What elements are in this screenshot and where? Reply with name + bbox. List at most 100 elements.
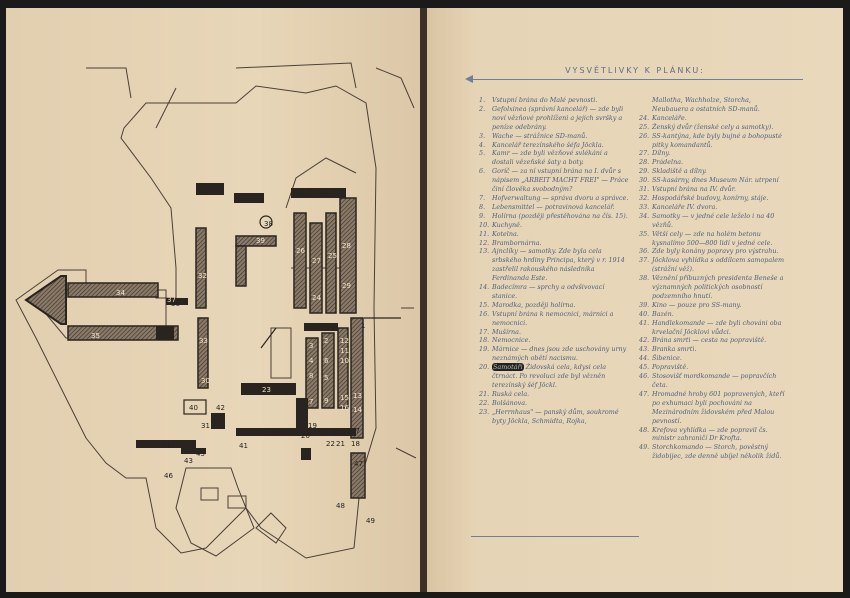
legend-entry-number: 34. xyxy=(639,211,650,220)
legend-entry: 42.Brána smrti — cesta na popraviště. xyxy=(639,336,789,345)
legend-entry: 46.Stosovišť mordkomande — popravčích če… xyxy=(639,372,789,390)
legend-title-rule xyxy=(471,79,803,80)
legend-entry: 32.Hospodářské budovy, konírny, stáje. xyxy=(639,194,789,203)
map-label-47: 47 xyxy=(354,460,363,468)
legend-entry-number: 37. xyxy=(639,256,650,265)
legend-entry-number: 36. xyxy=(639,247,650,256)
map-page: 1 2 3 4 5 6 7 8 9 10 11 12 13 14 15 16 1… xyxy=(6,8,420,592)
map-features xyxy=(183,215,401,415)
map-label-32: 32 xyxy=(198,272,207,280)
legend-entry-number: 41. xyxy=(639,318,650,327)
legend-entry-text: Storchkomando — Storch, pověstný židobij… xyxy=(652,443,782,461)
legend-entry-number: 39. xyxy=(639,300,650,309)
map-label-42: 42 xyxy=(216,404,225,412)
map-label-40: 40 xyxy=(189,404,198,412)
legend-entry-number: 35. xyxy=(639,229,650,238)
legend-entry: 1.Vstupní brána do Malé pevnosti. xyxy=(479,96,629,105)
legend-column-right: Mallotha, Wachholze, Storcha, Neubauera … xyxy=(639,96,789,461)
legend-entry-number: 49. xyxy=(639,443,650,452)
legend-entry-number: 22. xyxy=(479,398,490,407)
legend-entry-number: 43. xyxy=(639,345,650,354)
map-walls xyxy=(24,183,366,499)
legend-entry-text: Kino — pouze pro SS-many. xyxy=(652,300,742,309)
legend-entry: 10.Kuchyně. xyxy=(479,221,629,230)
legend-entry: 18.Nemocnice. xyxy=(479,336,629,345)
legend-entry-text: SS-kantýna, kde byly bujné a bohopusté p… xyxy=(652,131,782,149)
legend-entry-text: Jöcklova vyhlídka s oddílcem samopalem (… xyxy=(652,256,785,274)
legend-entry-number: 3. xyxy=(479,131,486,140)
legend-entry-number: 4. xyxy=(479,140,486,149)
map-label-30: 30 xyxy=(201,377,210,385)
map-label-33: 33 xyxy=(199,337,208,345)
legend-entry-text: Bolšánova. xyxy=(492,398,528,407)
legend-entry-number: 13. xyxy=(479,247,490,256)
map-label-19: 19 xyxy=(308,422,317,430)
legend-entry-number: 46. xyxy=(639,372,650,381)
legend-entry-text: SS-kasárny, dnes Museum Nár. utrpení xyxy=(652,176,779,185)
legend-entry-text: Brambornárna. xyxy=(492,238,542,247)
legend-entry: 27.Dílny. xyxy=(639,149,789,158)
legend-entry-number: 40. xyxy=(639,309,650,318)
map-label-10: 10 xyxy=(340,357,349,365)
legend-entry: 24.Kanceláře. xyxy=(639,114,789,123)
legend-entry-number: 27. xyxy=(639,149,650,158)
legend-entry: 35.Větší cely — zde na holém betonu kysn… xyxy=(639,230,789,248)
fortress-map: 1 2 3 4 5 6 7 8 9 10 11 12 13 14 15 16 1… xyxy=(15,62,417,559)
legend-entry-text: Kanceláře. xyxy=(652,113,687,122)
legend-bottom-rule xyxy=(471,536,639,537)
legend-entry-text: Hromadné hroby 601 popravených, kteří po… xyxy=(652,389,785,425)
legend-entry-text: Věznění příbuzných presidenta Beneše a v… xyxy=(652,274,784,300)
legend-entry-number: 16. xyxy=(479,309,490,318)
legend-entry: 14.Badecímra — sprchy a odvšivovací stan… xyxy=(479,283,629,301)
legend-entry: 45.Popraviště. xyxy=(639,363,789,372)
map-label-25: 25 xyxy=(328,252,337,260)
legend-entry-number: 7. xyxy=(479,193,486,202)
map-label-49: 49 xyxy=(366,517,375,525)
legend-entry-number: 17. xyxy=(479,327,490,336)
legend-entry-text: Hospodářské budovy, konírny, stáje. xyxy=(652,193,769,202)
map-label-21: 21 xyxy=(336,440,345,448)
map-label-27: 27 xyxy=(312,257,321,265)
map-label-5: 5 xyxy=(324,374,328,382)
legend-entry-number: 2. xyxy=(479,104,486,113)
legend-entry: 22.Bolšánova. xyxy=(479,399,629,408)
legend-entry: 7.Hofverwaltung — správa dvoru a správce… xyxy=(479,194,629,203)
legend-entry-number: 28. xyxy=(639,158,650,167)
legend-entry-text: Kancelář terezínského šéfa Jöckla. xyxy=(492,140,604,149)
legend-entry-text: Ženský dvůr (ženské cely a samotky). xyxy=(652,122,774,131)
legend-entry: 34.Samotky — v jedné cele leželo i na 40… xyxy=(639,212,789,230)
legend-entry: 19.Márnice — dnes jsou zde uschovány urn… xyxy=(479,345,629,363)
legend-entry: 11.Kotelna. xyxy=(479,230,629,239)
legend-entry-text: Ruská cela. xyxy=(492,389,530,398)
map-label-34: 34 xyxy=(116,289,125,297)
legend-entry-number: 23. xyxy=(479,407,490,416)
legend-entry: 44.Šibenice. xyxy=(639,354,789,363)
legend-entry-text: Kuchyně. xyxy=(492,220,522,229)
legend-entry: 12.Brambornárna. xyxy=(479,239,629,248)
legend-entry: 37.Jöcklova vyhlídka s oddílcem samopale… xyxy=(639,256,789,274)
legend-entry-text: Kamr — zde byli vězňové svlékáni a dosta… xyxy=(492,149,608,167)
legend-entry: 29.Skladiště a dílny. xyxy=(639,167,789,176)
legend-entry-number: 15. xyxy=(479,300,490,309)
legend-entry-number: 6. xyxy=(479,167,486,176)
legend-entry-number: 48. xyxy=(639,425,650,434)
map-label-48: 48 xyxy=(336,502,345,510)
legend-entry-text: Samotky — v jedné cele leželo i na 40 vě… xyxy=(652,211,775,229)
legend-entry: 6.Goríč — za ní vstupní brána na I. dvůr… xyxy=(479,167,629,194)
legend-entry: 13.Ajnclíky — samotky. Zde byla cela srb… xyxy=(479,247,629,283)
legend-entry: 31.Vstupní brána na IV. dvůr. xyxy=(639,185,789,194)
map-label-2: 2 xyxy=(324,337,328,345)
legend-entry-number: 18. xyxy=(479,336,490,345)
legend-entry-number: 19. xyxy=(479,345,490,354)
map-label-37: 37 xyxy=(167,296,176,304)
legend-entry-number: 20. xyxy=(479,363,490,372)
legend-entry-number: 30. xyxy=(639,176,650,185)
legend-entry: 20.Samotáři Židovská cela, kdysi cela čt… xyxy=(479,363,629,390)
legend-column-left: 1.Vstupní brána do Malé pevnosti.2.Gefol… xyxy=(479,96,629,426)
map-number-labels: 1 2 3 4 5 6 7 8 9 10 11 12 13 14 15 16 1… xyxy=(91,220,375,525)
legend-entry: 4. Kancelář terezínského šéfa Jöckla. xyxy=(479,141,629,150)
map-label-14: 14 xyxy=(353,406,362,414)
legend-entry-number: 24. xyxy=(639,113,650,122)
legend-entry: 38.Věznění příbuzných presidenta Beneše … xyxy=(639,274,789,301)
legend-entry: 15.Marodka, později holírna. xyxy=(479,301,629,310)
